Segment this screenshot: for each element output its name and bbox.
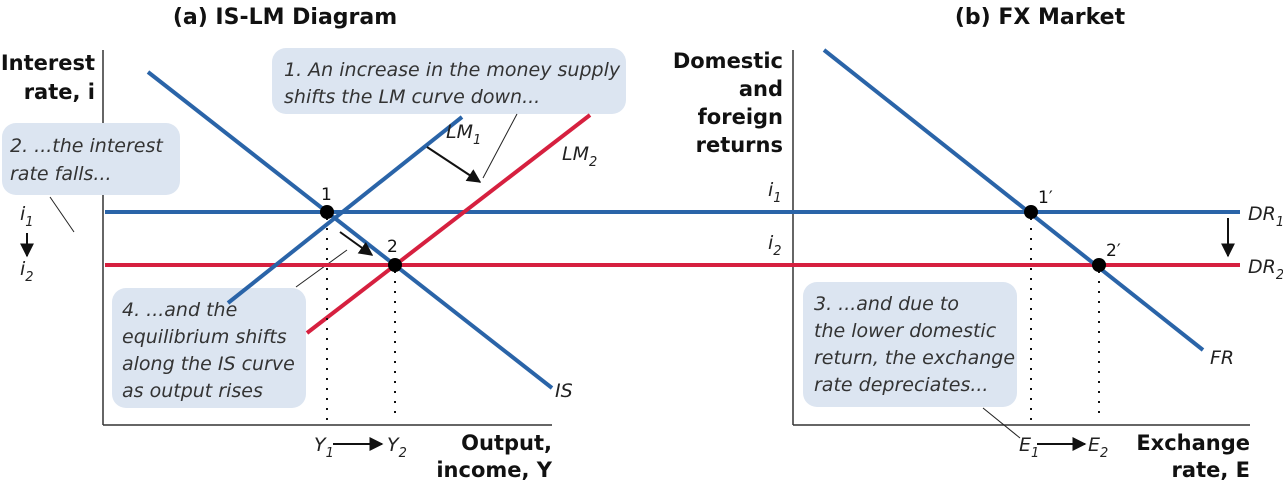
i2-main: i [20,258,26,280]
fr-label: FR [1210,347,1234,369]
e1-sub: 1 [1031,446,1039,461]
y1-label: Y1 [314,434,334,461]
lm1-label-main: LM [446,121,473,143]
equilibrium-point-2 [388,258,402,272]
lm2-label: LM2 [562,143,597,170]
callout-3-box [803,282,1017,407]
panel-a-x-label-1: Output, [461,431,552,455]
panel-b-i1-label: i1 [768,179,782,206]
panel-b-x-label-1: Exchange [1136,431,1250,455]
i2-sub: 2 [773,244,781,259]
lm2-label-sub: 2 [589,155,597,170]
callout-3-line-2: the lower domestic [814,320,997,342]
panel-b-y-label-3: foreign [698,105,783,129]
lm1-label: LM1 [446,121,481,148]
lm1-curve [226,115,464,305]
is-curve [146,70,554,390]
callout-3-line-1: 3. ...and due to [814,293,959,315]
lm-shift-arrow [426,146,482,183]
panel-a-title: (a) IS-LM Diagram [173,5,397,30]
panel-a-i1-label: i1 [20,203,34,230]
panel-a-y-label-1: Interest [1,51,95,75]
panel-a-x-label-2: income, Y [436,458,552,482]
dr2-label-main: DR [1248,256,1276,278]
i2-sub: 2 [25,270,33,285]
dr1-label-main: DR [1248,203,1276,225]
panel-b-title: (b) FX Market [955,5,1126,30]
lm2-curve [305,113,592,335]
dr1-label-sub: 1 [1276,215,1283,230]
callout-3-leader [982,407,1021,439]
panel-b-y-label-2: and [739,77,783,101]
callout-2-leader [49,196,75,233]
y2-sub: 2 [399,446,407,461]
callout-2-line-2: rate falls... [10,163,112,185]
panel-b-i2-label: i2 [768,232,782,259]
panel-b-x-label-2: rate, E [1172,458,1250,482]
y2-label: Y2 [387,434,407,461]
callout-2-line-1: 2. ...the interest [10,135,164,157]
callout-1-box [272,48,626,114]
equilibrium-point-1-prime [1024,205,1038,219]
is-move-arrow [339,231,374,256]
i1-sub: 1 [773,191,781,206]
callout-4-leader [295,249,348,288]
i1-sub: 1 [25,215,33,230]
e2-sub: 2 [1100,446,1108,461]
is-label: IS [555,380,573,402]
lm2-label-main: LM [562,143,589,165]
e2-main: E [1088,434,1100,456]
y1-sub: 1 [326,446,334,461]
point-2-prime-label: 2′ [1106,241,1121,261]
callout-4-line-1: 4. ...and the [122,299,237,321]
i1-main: i [768,179,774,201]
e1-main: E [1019,434,1031,456]
panel-b-y-label-1: Domestic [673,49,783,73]
point-2-label: 2 [387,237,398,257]
callout-4-box [112,288,306,408]
point-1-prime-label: 1′ [1038,188,1053,208]
y2-main: Y [387,434,400,456]
equilibrium-point-2-prime [1092,258,1106,272]
callout-4-line-3: along the IS curve [122,353,295,375]
panel-a-i2-label: i2 [20,258,34,285]
point-1-label: 1 [321,185,332,205]
e2-label: E2 [1088,434,1108,461]
y1-main: Y [314,434,327,456]
callout-3-line-3: return, the exchange [814,347,1015,369]
panel-a-y-label-2: rate, i [24,80,95,104]
callout-2-box [2,123,180,195]
callout-1-line-2: shifts the LM curve down... [284,86,540,108]
fr-curve [822,48,1205,352]
callout-3-line-4: rate depreciates... [814,374,988,396]
i1-main: i [20,203,26,225]
dr1-label: DR1 [1248,203,1283,230]
dr2-label: DR2 [1248,256,1283,283]
i2-main: i [768,232,774,254]
callout-4-line-4: as output rises [122,380,263,402]
callout-1-line-1: 1. An increase in the money supply [284,59,621,81]
e1-label: E1 [1019,434,1039,461]
callout-4-line-2: equilibrium shifts [122,326,287,348]
dr2-label-sub: 2 [1276,268,1283,283]
equilibrium-point-1 [320,205,334,219]
panel-b-y-label-4: returns [696,133,783,157]
lm1-label-sub: 1 [473,133,481,148]
callout-1-leader [482,113,518,179]
